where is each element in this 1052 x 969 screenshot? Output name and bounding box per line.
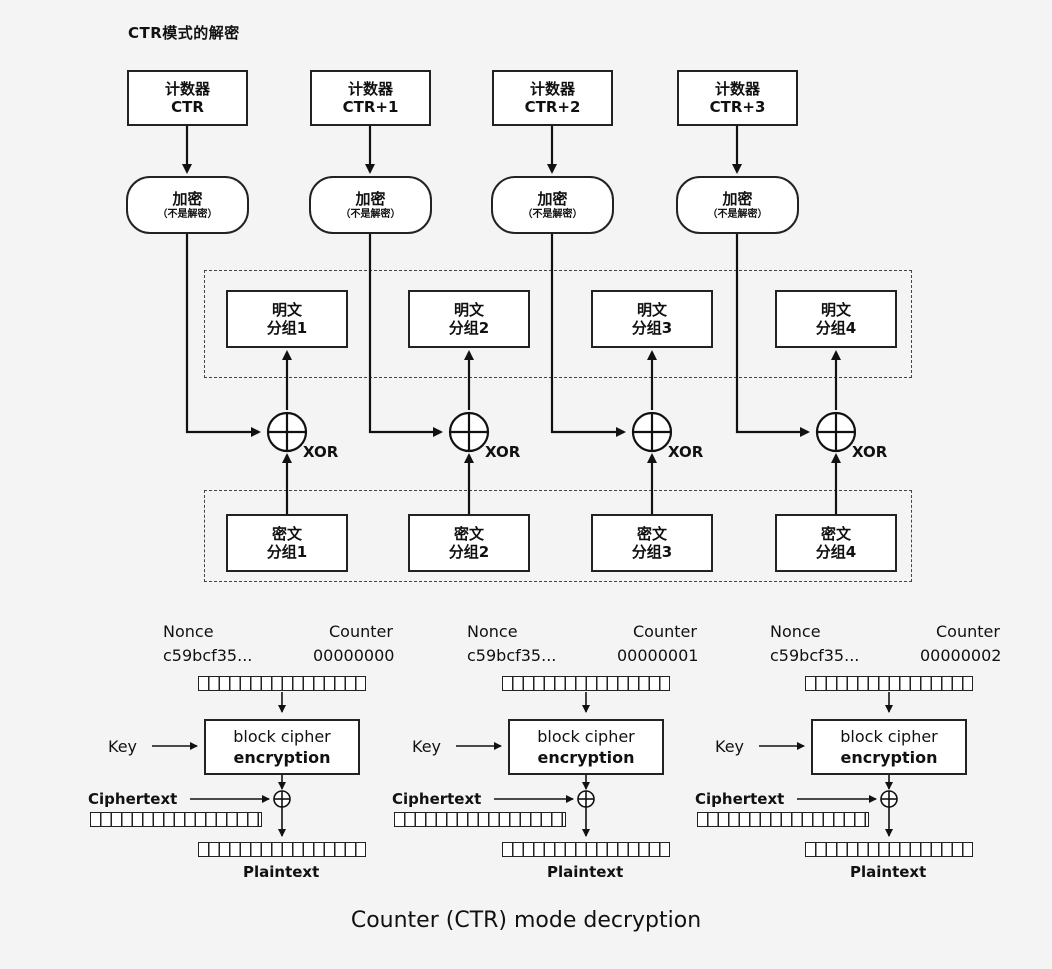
block-cipher-label: block cipher bbox=[233, 727, 331, 746]
counter-label: 计数器 bbox=[164, 80, 210, 98]
plaintext-block: 明文 分组1 bbox=[226, 290, 348, 348]
encrypt-node: 加密 （不是解密） bbox=[126, 176, 249, 234]
bottom-diagram-title: Counter (CTR) mode decryption bbox=[350, 908, 702, 933]
counter-label: 计数器 bbox=[347, 80, 393, 98]
ciphertext-block: 密文 分组1 bbox=[226, 514, 348, 572]
counter-box: 计数器 CTR+1 bbox=[310, 70, 431, 126]
encryption-label: encryption bbox=[840, 748, 938, 767]
counter-label: Counter bbox=[936, 622, 1000, 641]
plaintext-label: Plaintext bbox=[243, 863, 320, 881]
counter-value: 00000001 bbox=[617, 646, 699, 665]
counter-value: 00000002 bbox=[920, 646, 1002, 665]
plaintext-label: Plaintext bbox=[850, 863, 927, 881]
ciphertext-label: 密文 bbox=[453, 525, 484, 543]
counter-label: 计数器 bbox=[529, 80, 575, 98]
ciphertext-label: Ciphertext bbox=[88, 790, 178, 808]
xor-label: XOR bbox=[852, 443, 888, 461]
plaintext-label: 明文 bbox=[636, 301, 667, 319]
nonce-value: c59bcf35... bbox=[467, 646, 557, 665]
counter-box: 计数器 CTR bbox=[127, 70, 248, 126]
counter-value: CTR+1 bbox=[342, 98, 399, 116]
encrypt-note: （不是解密） bbox=[340, 208, 401, 220]
block-cipher-label: block cipher bbox=[840, 727, 938, 746]
encrypt-label: 加密 bbox=[172, 189, 203, 208]
ciphertext-bit-register bbox=[90, 812, 262, 827]
counter-value: CTR bbox=[171, 98, 204, 116]
block-cipher-box: block cipher encryption bbox=[811, 719, 967, 775]
plaintext-label: Plaintext bbox=[547, 863, 624, 881]
counter-label: 计数器 bbox=[714, 80, 760, 98]
counter-box: 计数器 CTR+3 bbox=[677, 70, 798, 126]
plaintext-bit-register bbox=[805, 842, 973, 857]
counter-label: Counter bbox=[633, 622, 697, 641]
nonce-value: c59bcf35... bbox=[163, 646, 253, 665]
ciphertext-bit-register bbox=[394, 812, 566, 827]
counter-bit-register bbox=[805, 676, 973, 691]
nonce-label: Nonce bbox=[770, 622, 821, 641]
top-diagram-title: CTR模式的解密 bbox=[128, 24, 240, 42]
nonce-value: c59bcf35... bbox=[770, 646, 860, 665]
ciphertext-group-frame bbox=[204, 490, 912, 582]
plaintext-group-frame bbox=[204, 270, 912, 378]
encrypt-label: 加密 bbox=[722, 189, 753, 208]
xor-label: XOR bbox=[485, 443, 521, 461]
encrypt-node: 加密 （不是解密） bbox=[676, 176, 799, 234]
counter-value: CTR+2 bbox=[524, 98, 581, 116]
ciphertext-label: 密文 bbox=[636, 525, 667, 543]
encryption-label: encryption bbox=[537, 748, 635, 767]
encrypt-node: 加密 （不是解密） bbox=[309, 176, 432, 234]
key-label: Key bbox=[108, 737, 138, 756]
ciphertext-block: 密文 分组2 bbox=[408, 514, 530, 572]
counter-bit-register bbox=[502, 676, 670, 691]
ciphertext-index: 分组4 bbox=[815, 543, 857, 561]
ciphertext-block: 密文 分组4 bbox=[775, 514, 897, 572]
counter-value: CTR+3 bbox=[709, 98, 766, 116]
block-cipher-box: block cipher encryption bbox=[204, 719, 360, 775]
ciphertext-label: 密文 bbox=[271, 525, 302, 543]
block-cipher-label: block cipher bbox=[537, 727, 635, 746]
xor-label: XOR bbox=[303, 443, 339, 461]
plaintext-block: 明文 分组3 bbox=[591, 290, 713, 348]
counter-label: Counter bbox=[329, 622, 393, 641]
encrypt-node: 加密 （不是解密） bbox=[491, 176, 614, 234]
nonce-label: Nonce bbox=[163, 622, 214, 641]
plaintext-block: 明文 分组2 bbox=[408, 290, 530, 348]
plaintext-block: 明文 分组4 bbox=[775, 290, 897, 348]
counter-bit-register bbox=[198, 676, 366, 691]
ciphertext-index: 分组2 bbox=[448, 543, 490, 561]
ciphertext-index: 分组3 bbox=[631, 543, 673, 561]
ciphertext-bit-register bbox=[697, 812, 869, 827]
xor-label: XOR bbox=[668, 443, 704, 461]
encrypt-note: （不是解密） bbox=[157, 208, 218, 220]
plaintext-label: 明文 bbox=[271, 301, 302, 319]
plaintext-label: 明文 bbox=[453, 301, 484, 319]
encrypt-label: 加密 bbox=[355, 189, 386, 208]
plaintext-bit-register bbox=[502, 842, 670, 857]
plaintext-index: 分组1 bbox=[266, 319, 308, 337]
plaintext-label: 明文 bbox=[820, 301, 851, 319]
ciphertext-label: 密文 bbox=[820, 525, 851, 543]
ciphertext-block: 密文 分组3 bbox=[591, 514, 713, 572]
encrypt-note: （不是解密） bbox=[522, 208, 583, 220]
counter-value: 00000000 bbox=[313, 646, 395, 665]
key-label: Key bbox=[715, 737, 745, 756]
encrypt-note: （不是解密） bbox=[707, 208, 768, 220]
plaintext-index: 分组3 bbox=[631, 319, 673, 337]
nonce-label: Nonce bbox=[467, 622, 518, 641]
counter-box: 计数器 CTR+2 bbox=[492, 70, 613, 126]
ciphertext-label: Ciphertext bbox=[392, 790, 482, 808]
plaintext-bit-register bbox=[198, 842, 366, 857]
plaintext-index: 分组2 bbox=[448, 319, 490, 337]
ciphertext-index: 分组1 bbox=[266, 543, 308, 561]
encryption-label: encryption bbox=[233, 748, 331, 767]
top-connections bbox=[182, 124, 857, 514]
key-label: Key bbox=[412, 737, 442, 756]
encrypt-label: 加密 bbox=[537, 189, 568, 208]
plaintext-index: 分组4 bbox=[815, 319, 857, 337]
block-cipher-box: block cipher encryption bbox=[508, 719, 664, 775]
ciphertext-label: Ciphertext bbox=[695, 790, 785, 808]
